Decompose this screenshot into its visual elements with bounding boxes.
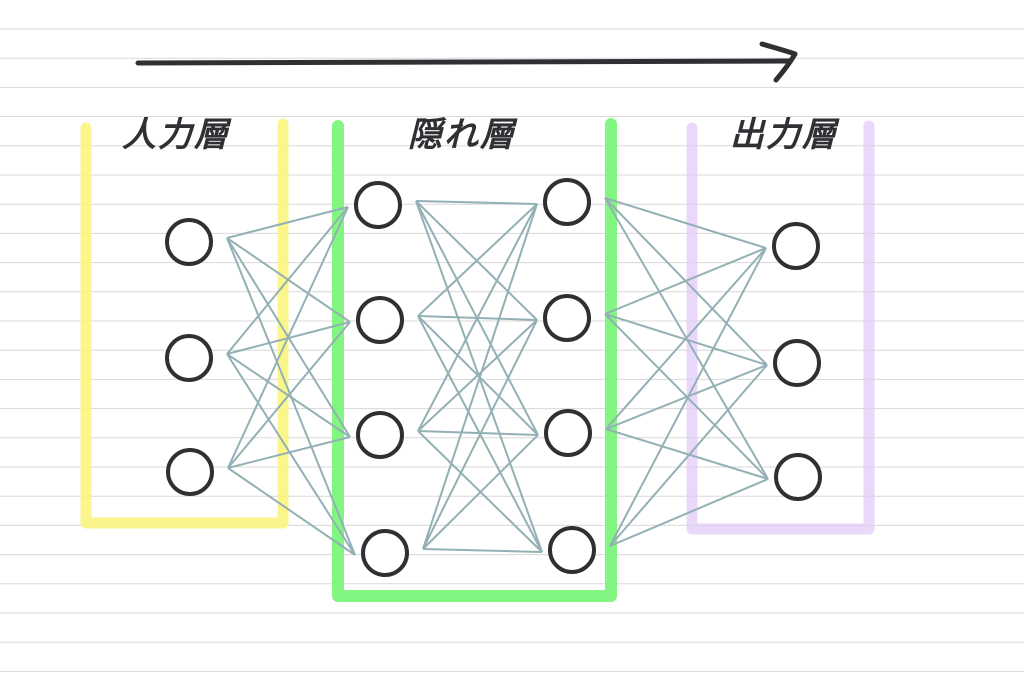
hidden-b-neuron [543,178,591,226]
hidden-b-neuron [543,294,591,342]
hidden-b-neuron [544,409,592,457]
connection-line [227,467,356,556]
output-layer-bracket [686,120,875,535]
input-neuron [166,448,214,496]
connections [226,197,769,556]
connection-line [227,206,349,469]
connection-line [605,247,767,430]
connection-line [417,319,538,432]
connection-line [604,197,767,249]
connection-line [415,200,538,205]
hidden-a-neuron [354,181,402,229]
connection-line [417,203,538,432]
connection-line [609,364,768,547]
connection-line [605,364,768,430]
hidden-a-neuron [361,529,409,577]
arrow-shaft [135,58,793,66]
output-neuron [773,339,821,387]
hidden-layer-title: 隠れ層 [408,115,518,155]
connection-line [604,247,767,315]
connection-line [422,319,538,550]
connection-line [417,203,538,317]
neurons [165,178,822,577]
connection-line [226,353,356,556]
hidden-layer-bracket [332,118,617,602]
output-neuron [772,222,820,270]
connection-line [609,247,767,547]
input-neuron [165,218,213,266]
connection-line [422,203,538,550]
hidden-b-neuron [548,526,596,574]
connection-line [422,434,539,550]
arrow-head [759,41,798,83]
connection-line [226,206,349,355]
input-neuron [165,334,213,382]
connection-line [609,478,769,547]
connection-line [605,428,769,480]
direction-arrow [135,41,798,83]
input-layer-title: 人力層 [122,115,232,155]
input-layer-bracket [80,118,289,529]
hidden-a-neuron [356,411,404,459]
hidden-a-neuron [356,296,404,344]
connection-line [227,321,351,469]
connection-line [417,430,539,436]
output-layer-title: 出力層 [730,115,840,155]
output-neuron [774,453,822,501]
connection-line [226,206,349,239]
connection-line [227,436,351,469]
connection-line [422,548,543,553]
